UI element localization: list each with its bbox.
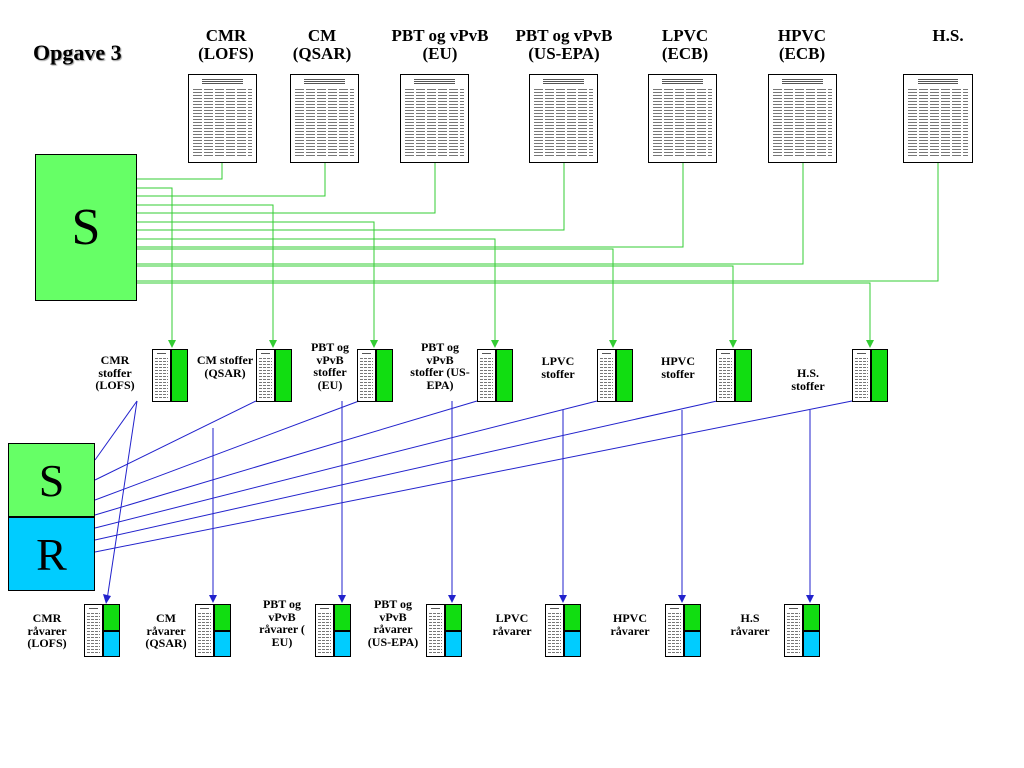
source-label: H.S. <box>932 26 964 45</box>
source-document <box>903 74 973 163</box>
material-green-tab <box>684 604 701 631</box>
out-line-pbt-eu <box>136 221 375 345</box>
s-block-small: S <box>8 443 95 517</box>
material-green-tab <box>445 604 462 631</box>
substance-green-tab <box>616 349 633 402</box>
material-blue-tab <box>564 631 581 657</box>
green-arrowheads <box>168 340 874 348</box>
source-label: CMR (LOFS) <box>198 26 254 63</box>
s-block-large: S <box>35 154 137 301</box>
substance-green-tab <box>496 349 513 402</box>
substance-green-tab <box>376 349 393 402</box>
material-blue-tab <box>684 631 701 657</box>
out-line-cm <box>136 204 274 345</box>
substance-document <box>152 349 171 402</box>
source-line-cm <box>136 162 326 197</box>
blue-arrowheads <box>103 594 814 604</box>
material-document <box>665 604 684 657</box>
substance-label: HPVC stoffer <box>661 354 695 381</box>
source-line-lpvc <box>136 162 684 248</box>
substance-green-tab <box>871 349 888 402</box>
substance-document <box>256 349 275 402</box>
substance-label: CM stoffer (QSAR) <box>196 353 254 380</box>
substance-label: PBT og vPvB stoffer (EU) <box>310 340 350 392</box>
source-document <box>768 74 837 163</box>
source-document <box>188 74 257 163</box>
substance-green-tab <box>735 349 752 402</box>
page-title: Opgave 3 <box>33 40 122 65</box>
substance-label: H.S. stoffer <box>791 366 825 393</box>
material-blue-tab <box>214 631 231 657</box>
s-block-large-label: S <box>71 199 101 256</box>
material-label: H.S råvarer <box>730 611 770 638</box>
material-document <box>195 604 214 657</box>
material-document <box>84 604 103 657</box>
material-label: PBT og vPvB råvarer ( EU) <box>259 597 305 649</box>
out-line-lpvc <box>136 248 614 345</box>
material-blue-tab <box>803 631 820 657</box>
out-line-hpvc <box>136 265 734 345</box>
material-blue-tab <box>445 631 462 657</box>
r-block-small-label: R <box>36 528 67 580</box>
source-label: HPVC (ECB) <box>777 26 827 63</box>
material-document <box>426 604 445 657</box>
material-label: HPVC råvarer <box>610 611 650 638</box>
material-label: CM råvarer (QSAR) <box>145 611 187 651</box>
substance-label: LPVC stoffer <box>541 354 575 381</box>
out-line-hs <box>136 282 871 345</box>
material-blue-tab <box>334 631 351 657</box>
substance-document <box>357 349 376 402</box>
material-green-tab <box>803 604 820 631</box>
substance-document <box>477 349 496 402</box>
source-label: PBT og vPvB (EU) <box>391 26 489 63</box>
source-document <box>648 74 717 163</box>
source-line-pbt-us <box>136 162 565 231</box>
material-green-tab <box>564 604 581 631</box>
source-document <box>400 74 469 163</box>
out-line-pbt-us <box>136 238 496 345</box>
source-line-hpvc <box>136 162 804 265</box>
substance-label: CMR stoffer (LOFS) <box>95 353 135 393</box>
material-label: CMR råvarer (LOFS) <box>27 611 67 651</box>
material-document <box>315 604 334 657</box>
source-line-hs <box>136 162 939 282</box>
substance-green-tab <box>171 349 188 402</box>
source-line-cmr <box>136 162 223 180</box>
substance-document <box>852 349 871 402</box>
substance-label: PBT og vPvB stoffer (US- EPA) <box>410 340 470 392</box>
s-block-small-label: S <box>38 454 65 506</box>
material-document <box>545 604 564 657</box>
source-line-pbt-eu <box>136 162 436 214</box>
material-green-tab <box>334 604 351 631</box>
substance-document <box>716 349 735 402</box>
source-label: CM (QSAR) <box>292 26 352 63</box>
material-label: PBT og vPvB råvarer (US-EPA) <box>367 597 419 649</box>
material-label: LPVC råvarer <box>492 611 532 638</box>
source-document <box>529 74 598 163</box>
material-green-tab <box>103 604 120 631</box>
source-label: LPVC (ECB) <box>661 26 709 63</box>
substance-green-tab <box>275 349 292 402</box>
green-connectors <box>136 162 939 345</box>
source-document <box>290 74 359 163</box>
source-label: PBT og vPvB (US-EPA) <box>515 26 613 63</box>
material-document <box>784 604 803 657</box>
blue-connectors <box>94 400 853 601</box>
material-green-tab <box>214 604 231 631</box>
substance-document <box>597 349 616 402</box>
out-line-cmr <box>136 187 173 345</box>
r-block-small: R <box>8 517 95 591</box>
material-blue-tab <box>103 631 120 657</box>
